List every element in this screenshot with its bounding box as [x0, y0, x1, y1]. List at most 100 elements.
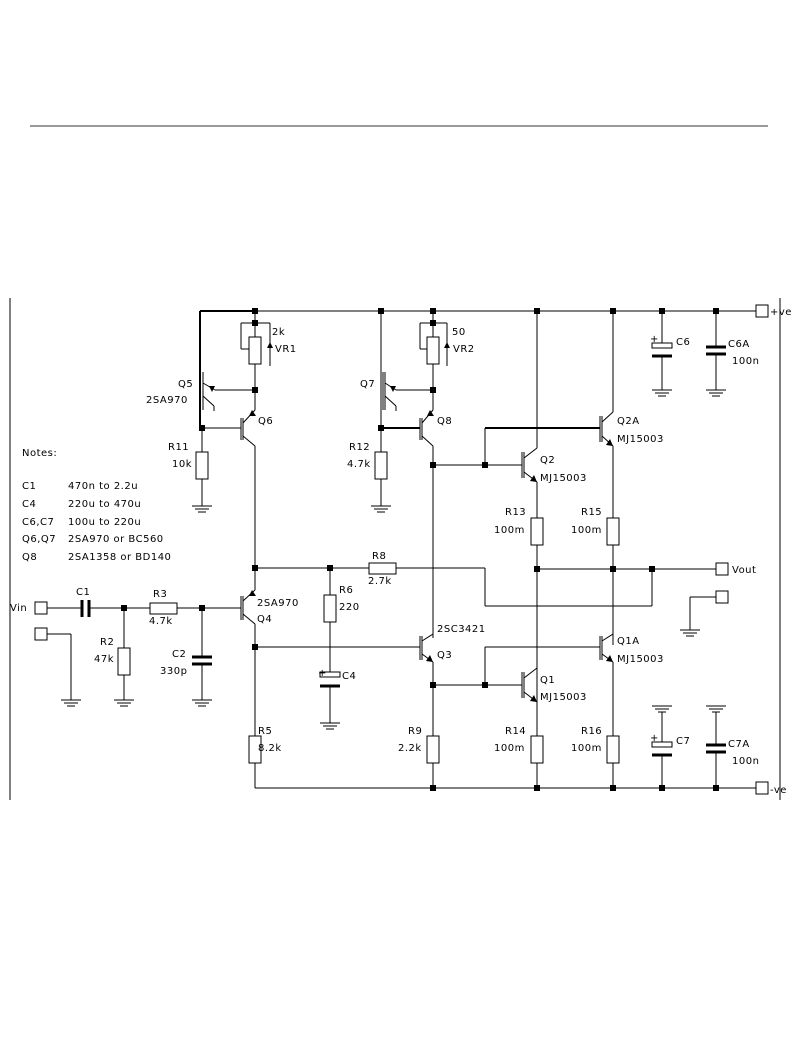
ground-symbol	[114, 699, 134, 707]
vr2-potentiometer: 50 VR2	[419, 311, 475, 390]
q6-transistor: Q6	[240, 390, 273, 568]
junction-dots	[121, 308, 719, 791]
r3-resistor: R3 4.7k	[149, 589, 241, 627]
r13-resistor: R13 100m	[494, 507, 544, 755]
r11-label: R11	[168, 442, 189, 453]
c4-label: C4	[342, 671, 356, 682]
c2-label: C2	[172, 649, 186, 660]
ground-symbol	[680, 629, 700, 637]
q4-transistor: 2SA970 Q4	[240, 568, 299, 736]
c7-capacitor: + C7	[650, 705, 690, 788]
r15-label: R15	[581, 507, 602, 518]
notes-title: Notes:	[22, 448, 57, 459]
positive-rail-terminal[interactable]	[755, 304, 769, 318]
notes-block: Notes: C1 470n to 2.2u C4 220u to 470u C…	[22, 448, 171, 563]
r15-value: 100m	[571, 525, 602, 536]
q2a-type: MJ15003	[617, 434, 664, 445]
q1-type: MJ15003	[540, 692, 587, 703]
r13-label: R13	[505, 507, 526, 518]
q1-label: Q1	[540, 675, 555, 686]
output-ground-terminal[interactable]	[715, 590, 729, 604]
q3-label: Q3	[437, 650, 452, 661]
positive-rail-label: +ve	[770, 307, 792, 318]
c2-value: 330p	[160, 666, 187, 677]
q6-label: Q6	[258, 416, 273, 427]
vr1-label: VR1	[275, 344, 297, 355]
r16-label: R16	[581, 726, 602, 737]
r12-value: 4.7k	[347, 459, 371, 470]
note-ref: C6,C7	[22, 517, 54, 528]
r6-resistor: R6 220	[323, 568, 359, 672]
note-ref: C4	[22, 499, 36, 510]
q3-transistor: 2SC3421 Q3	[419, 624, 486, 736]
c7a-label: C7A	[728, 739, 750, 750]
r5-resistor: R5 8.2k	[248, 726, 282, 788]
r2-label: R2	[100, 637, 114, 648]
note-value: 470n to 2.2u	[68, 481, 138, 492]
input-ground-terminal[interactable]	[34, 627, 48, 641]
note-ref: Q8	[22, 552, 37, 563]
ground-symbol	[652, 389, 672, 397]
note-value: 220u to 470u	[68, 499, 141, 510]
q1a-transistor: Q1A MJ15003	[599, 633, 663, 736]
q7-label: Q7	[360, 379, 375, 390]
c6a-value: 100n	[732, 356, 759, 367]
c1-label: C1	[76, 587, 90, 598]
q5-type: 2SA970	[146, 395, 188, 406]
vout-label: Vout	[732, 565, 756, 576]
r5-value: 8.2k	[258, 743, 282, 754]
r13-value: 100m	[494, 525, 525, 536]
q4-type: 2SA970	[257, 598, 299, 609]
c6-capacitor: + C6	[650, 311, 690, 390]
r16-value: 100m	[571, 743, 602, 754]
vout-terminal[interactable]	[715, 562, 729, 576]
r14-label: R14	[505, 726, 526, 737]
q5-transistor: Q5 2SA970	[146, 372, 255, 410]
c4-capacitor: + C4	[318, 668, 356, 723]
note-ref: C1	[22, 481, 36, 492]
ground-symbol	[61, 699, 81, 707]
q2a-label: Q2A	[617, 416, 640, 427]
q2-label: Q2	[540, 455, 555, 466]
c1-capacitor: C1	[76, 587, 150, 617]
r2-value: 47k	[94, 654, 114, 665]
c7a-value: 100n	[732, 756, 759, 767]
c2-capacitor: C2 330p	[160, 608, 212, 700]
negative-rail-label: -ve	[770, 785, 787, 796]
r11-value: 10k	[172, 459, 192, 470]
q1-transistor: Q1 MJ15003	[521, 667, 587, 703]
r9-label: R9	[408, 726, 422, 737]
c6a-capacitor: C6A 100n	[706, 311, 759, 390]
c6-label: C6	[676, 337, 690, 348]
r9-resistor: R9 2.2k	[398, 726, 440, 788]
c7-label: C7	[676, 736, 690, 747]
vr2-label: VR2	[453, 344, 475, 355]
r8-resistor: R8 2.7k	[255, 551, 485, 587]
ground-symbol	[320, 722, 340, 730]
note-value: 2SA1358 or BD140	[68, 552, 171, 563]
r5-label: R5	[258, 726, 272, 737]
ground-symbol	[371, 505, 391, 513]
negative-rail: -ve	[255, 781, 787, 796]
c7a-capacitor: C7A 100n	[706, 705, 759, 788]
r9-value: 2.2k	[398, 743, 422, 754]
r11-resistor: R11 10k	[168, 428, 209, 506]
r3-value: 4.7k	[149, 616, 173, 627]
r12-resistor: R12 4.7k	[347, 428, 388, 506]
r15-resistor: R15 100m	[571, 507, 620, 645]
vin-terminal[interactable]	[34, 601, 48, 615]
q3-type: 2SC3421	[437, 624, 486, 635]
note-ref: Q6,Q7	[22, 534, 56, 545]
q7-transistor: Q7	[360, 311, 433, 428]
r12-label: R12	[349, 442, 370, 453]
r16-resistor: R16 100m	[571, 726, 620, 788]
vr1-value: 2k	[272, 327, 285, 338]
negative-rail-terminal[interactable]	[755, 781, 769, 795]
ground-symbol	[192, 699, 212, 707]
q5-label: Q5	[178, 379, 193, 390]
r6-label: R6	[339, 585, 353, 596]
q4-label: Q4	[257, 614, 272, 625]
ground-symbol	[706, 389, 726, 397]
